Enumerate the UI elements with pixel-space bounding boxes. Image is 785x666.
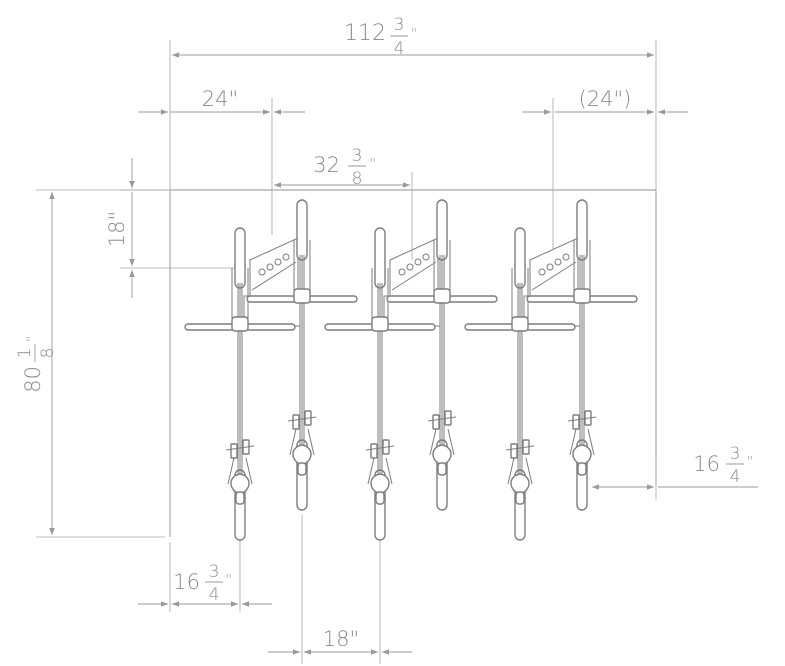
total-height-dimension: 80 1 8 " xyxy=(15,189,170,538)
bike-high-1 xyxy=(246,199,358,511)
rack-spacing-denominator: 8 xyxy=(352,169,363,189)
wall-outline xyxy=(169,189,657,537)
total-height-denominator: 8 xyxy=(38,348,58,359)
left-offset-denominator: 4 xyxy=(209,585,220,605)
bike-low-1 xyxy=(184,227,296,541)
bike-offset-dimension: 18" xyxy=(268,515,412,664)
bike-low-3 xyxy=(464,227,576,541)
left-spacing-label: 24" xyxy=(202,87,238,111)
right-offset-unit: " xyxy=(747,455,753,470)
right-spacing-dimension: (24") xyxy=(522,87,688,250)
bike-offset-label: 18" xyxy=(323,627,359,651)
rack-spacing-unit: " xyxy=(370,157,376,172)
total-height-numerator: 1 xyxy=(15,348,35,359)
rack-unit-2 xyxy=(324,199,498,541)
top-offset-dimension: 18" xyxy=(105,158,240,298)
left-offset-dimension: 16 3 4 " xyxy=(138,520,272,612)
bike-high-2 xyxy=(386,199,498,511)
rack-spacing-whole: 32 xyxy=(313,153,340,177)
bike-low-2 xyxy=(324,227,436,541)
rack-unit-3 xyxy=(464,199,638,541)
total-width-whole: 112 xyxy=(344,21,386,46)
bike-high-3 xyxy=(526,199,638,511)
left-offset-numerator: 3 xyxy=(209,562,220,582)
right-spacing-label: (24") xyxy=(579,87,632,111)
right-offset-whole: 16 xyxy=(693,452,720,476)
right-offset-numerator: 3 xyxy=(730,444,741,464)
right-offset-dimension: 16 3 4 " xyxy=(592,444,758,500)
top-offset-label: 18" xyxy=(105,211,129,247)
right-offset-denominator: 4 xyxy=(730,467,741,487)
rack-spacing-dimension: 32 3 8 " xyxy=(274,146,413,260)
total-width-unit: " xyxy=(411,27,417,42)
rack-spacing-numerator: 3 xyxy=(352,146,363,166)
bike-rack-units xyxy=(184,199,638,541)
total-width-dimension: 112 3 4 " xyxy=(169,15,657,190)
total-width-denominator: 4 xyxy=(394,39,405,59)
left-offset-unit: " xyxy=(226,573,232,588)
total-width-numerator: 3 xyxy=(394,15,405,35)
left-spacing-dimension: 24" xyxy=(138,87,305,235)
total-height-whole: 80 xyxy=(21,366,45,393)
rack-unit-1 xyxy=(184,199,358,541)
left-offset-whole: 16 xyxy=(173,570,200,594)
total-height-unit: " xyxy=(25,336,40,342)
